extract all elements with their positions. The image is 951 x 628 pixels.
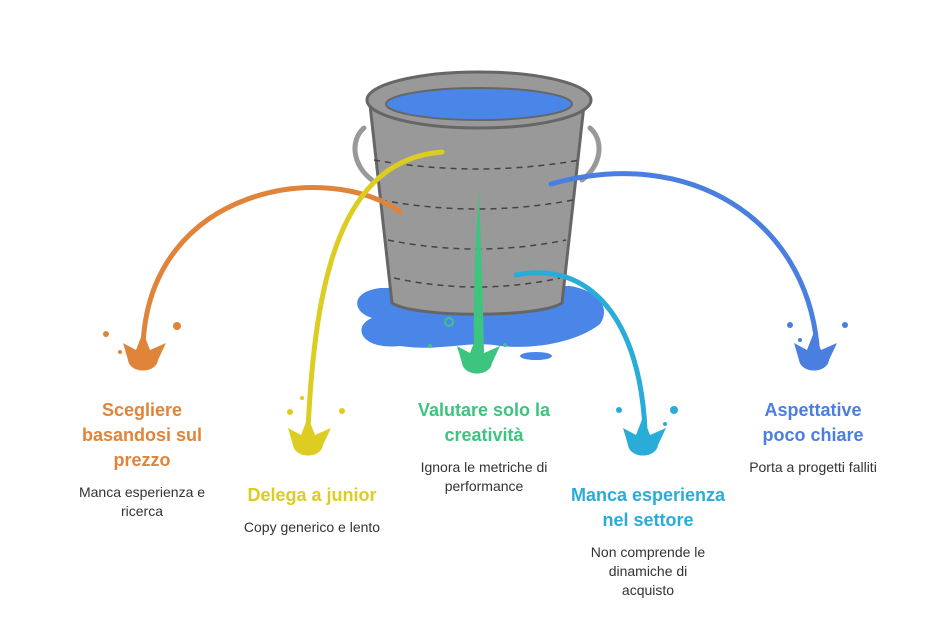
splash-orange: [103, 322, 181, 371]
leak-label-price: Scegliere basandosi sul prezzo Manca esp…: [62, 398, 222, 521]
stream-yellow: [305, 149, 445, 433]
leak-label-sector: Manca esperienza nel settore Non compren…: [568, 483, 728, 600]
leak-title: Valutare solo la creatività: [417, 400, 551, 445]
stream-orange: [140, 185, 403, 348]
splash-blue: [787, 322, 848, 371]
stream-green: [473, 190, 484, 352]
splash-green: [428, 317, 507, 374]
splash-yellow: [287, 396, 345, 456]
splash-cyan: [616, 406, 678, 456]
leak-label-expectations: Aspettative poco chiare Porta a progetti…: [743, 398, 883, 477]
leak-streams: [140, 149, 820, 433]
leak-title: Scegliere basandosi sul prezzo: [81, 400, 203, 470]
stream-cyan: [513, 270, 648, 433]
leak-title: Manca esperienza nel settore: [570, 485, 726, 530]
leak-desc: Copy generico e lento: [243, 519, 381, 535]
leak-title: Delega a junior: [247, 485, 377, 505]
stream-blue: [548, 171, 820, 348]
leak-desc: Porta a progetti falliti: [749, 459, 877, 475]
leak-desc: Ignora le metriche di performance: [420, 459, 548, 494]
leak-label-creativity: Valutare solo la creatività Ignora le me…: [404, 398, 564, 496]
leak-label-junior: Delega a junior Copy generico e lento: [232, 483, 392, 537]
leak-desc: Non comprende le dinamiche di acquisto: [590, 544, 706, 598]
leak-title: Aspettative poco chiare: [762, 400, 864, 445]
leak-desc: Manca esperienza e ricerca: [78, 484, 206, 519]
